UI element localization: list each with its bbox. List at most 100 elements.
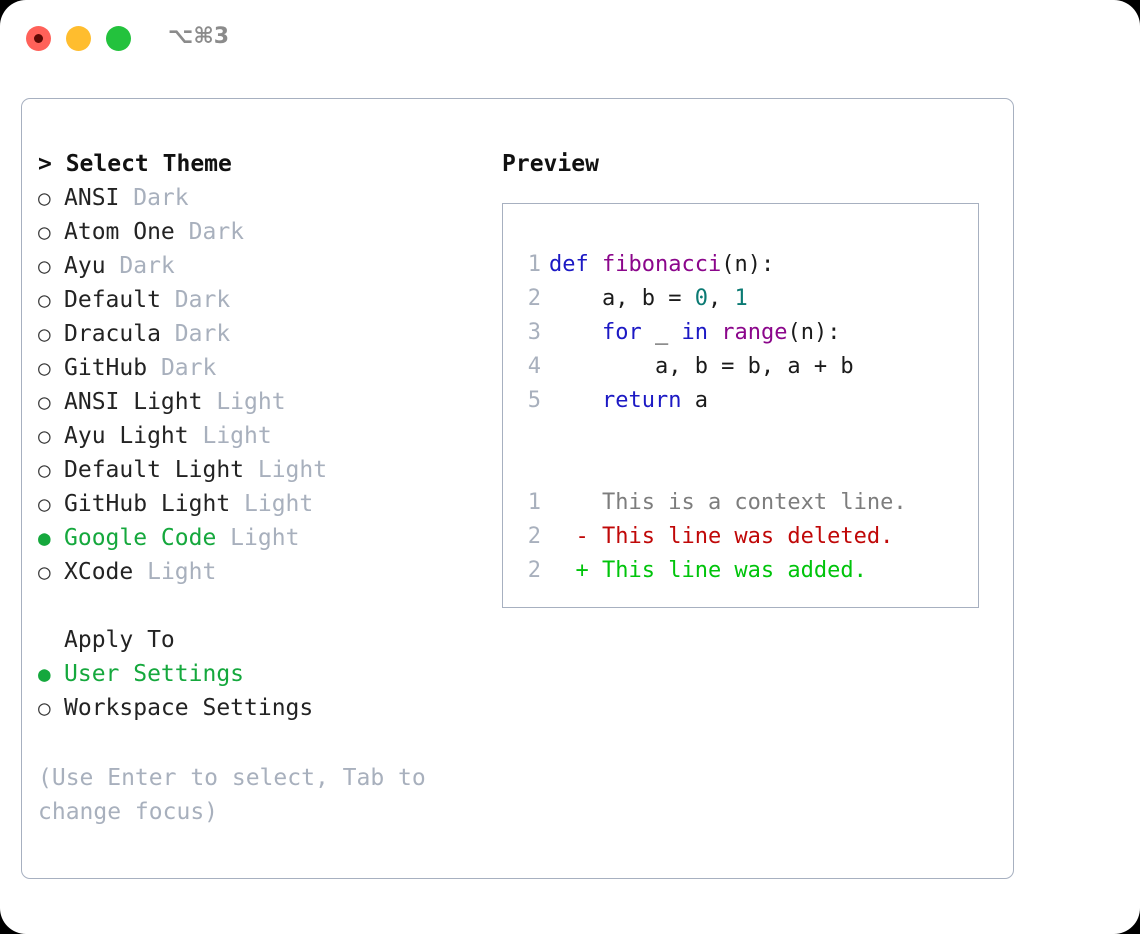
line-number: 5 (527, 388, 541, 413)
select-theme-header: > Select Theme (38, 151, 232, 177)
theme-option-default[interactable]: ○Default Dark (38, 283, 488, 317)
theme-option-variant: Light (133, 559, 217, 585)
code-line: 4 a, b = b, a + b (503, 350, 978, 384)
code-token-num: 0 (694, 286, 708, 311)
diff-line-del: 2 - This line was deleted. (503, 520, 978, 554)
diff-line-add: 2 + This line was added. (503, 554, 978, 588)
theme-option-variant: Light (230, 491, 314, 517)
theme-option-variant: Dark (160, 321, 231, 347)
code-token-pl: (n): (721, 252, 775, 277)
radio-unselected-icon: ○ (38, 322, 51, 346)
diff-marker (549, 486, 602, 520)
theme-option-label: GitHub Light (64, 491, 231, 517)
theme-option-github-light[interactable]: ○ GitHub Light Light (38, 487, 488, 521)
theme-option-variant: Dark (160, 287, 231, 313)
code-token-kw: in (681, 320, 708, 345)
apply-to-option-user-settings[interactable]: ● User Settings (38, 657, 488, 691)
radio-unselected-icon: ○ (38, 492, 51, 516)
theme-option-variant: Light (216, 525, 300, 551)
code-token-pl: (n): (787, 320, 841, 345)
line-number: 2 (527, 558, 541, 583)
code-text: a, b = b, a + b (549, 350, 854, 384)
theme-option-github[interactable]: ○ GitHub Dark (38, 351, 488, 385)
maximize-window-button[interactable] (106, 26, 131, 51)
line-number: 2 (527, 524, 541, 549)
theme-option-atom-one[interactable]: ○Atom One Dark (38, 215, 488, 249)
diff-marker: + (549, 558, 602, 583)
apply-to-option-label: User Settings (64, 661, 245, 687)
line-number: 4 (527, 354, 541, 379)
code-token-kw: return (601, 388, 682, 413)
radio-selected-icon: ● (38, 662, 51, 686)
radio-unselected-icon: ○ (38, 458, 51, 482)
radio-unselected-icon: ○ (38, 390, 51, 414)
theme-option-ansi-light[interactable]: ○ ANSI Light Light (38, 385, 488, 419)
theme-option-variant: Dark (119, 185, 189, 211)
theme-option-label: XCode (64, 559, 134, 585)
code-token-num: 1 (734, 286, 748, 311)
close-window-button[interactable] (26, 26, 51, 51)
theme-option-variant: Dark (147, 355, 217, 381)
title-bar: ⌥⌘3 (0, 0, 1140, 78)
minimize-window-button[interactable] (66, 26, 91, 51)
code-token-pl (708, 320, 721, 345)
diff-sample: 1 This is a context line.2 - This line w… (503, 486, 978, 588)
theme-option-default-light[interactable]: ○ Default Light Light (38, 453, 488, 487)
apply-to-title: Apply To (64, 627, 175, 653)
theme-option-label: Google Code (64, 525, 217, 551)
diff-text: This line was added. (601, 558, 867, 583)
code-text: a, b = 0, 1 (549, 282, 748, 316)
code-token-pl: a (681, 388, 708, 413)
code-token-pl (549, 388, 602, 413)
code-token-pl: _ (641, 320, 682, 345)
theme-option-dracula[interactable]: ○Dracula Dark (38, 317, 488, 351)
code-token-kw: def (549, 252, 602, 277)
preview-title: Preview (502, 151, 599, 177)
diff-line-ctx: 1 This is a context line. (503, 486, 978, 520)
radio-unselected-icon: ○ (38, 186, 51, 210)
radio-unselected-icon: ○ (38, 288, 51, 312)
theme-option-xcode[interactable]: ○ XCode Light (38, 555, 488, 589)
theme-option-variant: Light (202, 389, 286, 415)
code-line: 5 return a (503, 384, 978, 418)
theme-option-ansi[interactable]: ○ ANSI Dark (38, 181, 488, 215)
diff-text: This line was deleted. (601, 524, 894, 549)
keyboard-hint-text: (Use Enter to select, Tab to change focu… (38, 765, 426, 825)
radio-unselected-icon: ○ (38, 220, 51, 244)
code-line: 3 for _ in range(n): (503, 316, 978, 350)
code-token-fn: range (721, 320, 788, 345)
radio-unselected-icon: ○ (38, 424, 51, 448)
code-token-pl: , (707, 286, 735, 311)
theme-option-variant: Dark (105, 253, 175, 279)
radio-unselected-icon: ○ (38, 560, 51, 584)
spacer (503, 452, 978, 486)
radio-selected-icon: ● (38, 526, 51, 550)
apply-to-option-workspace-settings[interactable]: ○ Workspace Settings (38, 691, 488, 725)
code-token-pl: a, b = b, a + b (549, 354, 854, 379)
code-text: def fibonacci(n): (549, 248, 774, 282)
apply-to-option-label: Workspace Settings (64, 695, 314, 721)
line-number: 3 (527, 320, 541, 345)
code-token-kw: for (601, 320, 642, 345)
theme-option-label: ANSI Light (64, 389, 203, 415)
theme-option-label: Atom One (64, 219, 175, 245)
theme-option-label: Default Light (64, 457, 245, 483)
theme-option-label: Ayu Light (64, 423, 189, 449)
code-line: 2 a, b = 0, 1 (503, 282, 978, 316)
theme-option-ayu-light[interactable]: ○ Ayu Light Light (38, 419, 488, 453)
radio-unselected-icon: ○ (38, 696, 51, 720)
radio-unselected-icon: ○ (38, 254, 51, 278)
main-panel: > Select Theme ○ANSI Dark○Atom One Dark○… (21, 98, 1014, 879)
theme-option-label: ANSI (64, 185, 120, 211)
theme-option-variant: Light (188, 423, 272, 449)
code-token-pl (549, 320, 602, 345)
theme-option-label: Ayu (64, 253, 106, 279)
radio-unselected-icon: ○ (38, 356, 51, 380)
theme-option-label: GitHub (64, 355, 148, 381)
theme-option-ayu[interactable]: ○ Ayu Dark (38, 249, 488, 283)
spacer (38, 589, 488, 623)
theme-option-google-code[interactable]: ● Google Code Light (38, 521, 488, 555)
theme-option-variant: Light (244, 457, 328, 483)
